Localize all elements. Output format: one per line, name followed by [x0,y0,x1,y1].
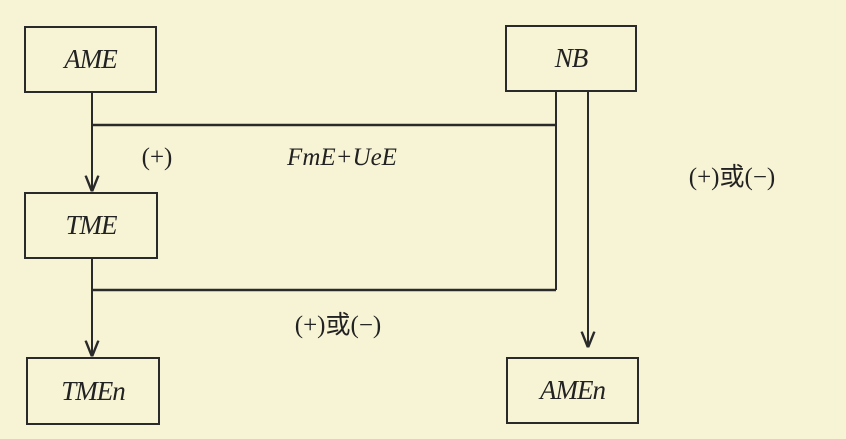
label-fme-uee: FmE+UeE [287,144,397,171]
node-tmen: TMEn [26,357,160,425]
node-tme: TME [24,192,158,259]
label-right-effect: (+)或(−) [688,164,776,191]
label-plus: (+) [141,144,173,171]
node-ame: AME [24,26,157,93]
label-lower-effect: (+)或(−) [294,312,382,339]
node-amen: AMEn [506,357,639,424]
node-nb: NB [505,25,637,92]
